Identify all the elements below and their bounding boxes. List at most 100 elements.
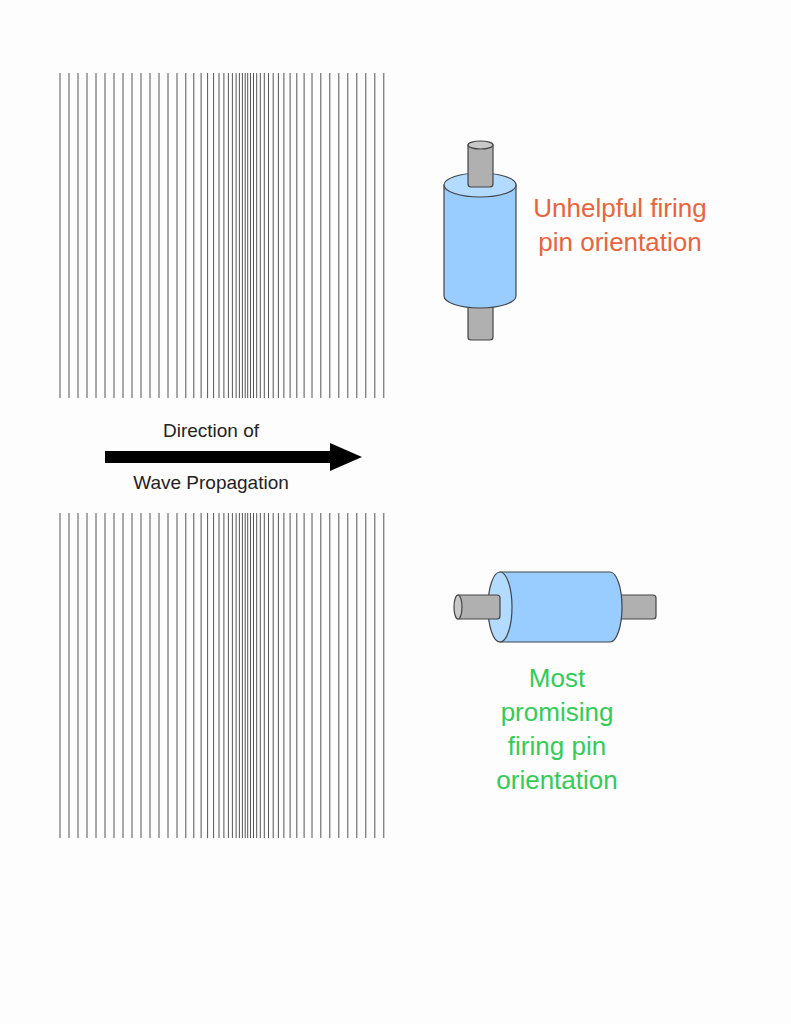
- wave-line: [87, 513, 88, 838]
- wave-line: [114, 513, 115, 838]
- wave-line: [283, 513, 284, 838]
- wave-line: [296, 73, 297, 398]
- wave-line: [242, 513, 243, 838]
- wave-line: [132, 513, 133, 838]
- wave-line: [185, 513, 186, 838]
- wave-line: [365, 73, 366, 398]
- wave-line: [193, 73, 194, 398]
- wave-line: [236, 73, 237, 398]
- wave-line: [223, 513, 224, 838]
- wave-line: [105, 73, 106, 398]
- wave-line: [69, 73, 70, 398]
- wave-line: [141, 73, 142, 398]
- wave-line: [185, 73, 186, 398]
- wave-line: [356, 73, 357, 398]
- arrow-label: Wave Propagation: [91, 472, 331, 494]
- wave-line: [177, 73, 178, 398]
- wave-line: [290, 73, 291, 398]
- wave-line: [219, 513, 220, 838]
- wave-line: [232, 513, 233, 838]
- wave-line: [290, 513, 291, 838]
- wave-line: [168, 513, 169, 838]
- wave-line: [256, 73, 257, 398]
- wave-line: [304, 73, 305, 398]
- wave-line: [219, 73, 220, 398]
- wave-line: [356, 513, 357, 838]
- wave-line: [312, 73, 313, 398]
- wave-line: [253, 73, 254, 398]
- wave-line: [338, 73, 339, 398]
- wave-line: [347, 73, 348, 398]
- wave-line: [87, 73, 88, 398]
- wave-line: [228, 73, 229, 398]
- wave-fronts: [60, 513, 384, 838]
- orientation-label: Most promising firing pin orientation: [475, 661, 640, 797]
- wave-line: [207, 513, 208, 838]
- wave-line: [123, 73, 124, 398]
- wave-line: [201, 73, 202, 398]
- wave-line: [320, 73, 321, 398]
- wave-line: [201, 513, 202, 838]
- wave-line: [228, 513, 229, 838]
- wave-line: [132, 73, 133, 398]
- wave-line: [159, 513, 160, 838]
- firing-pin-horizontal: [454, 572, 656, 642]
- wave-line: [141, 513, 142, 838]
- propagation-arrow: [105, 443, 362, 471]
- wave-line: [383, 513, 384, 838]
- wave-line: [260, 73, 261, 398]
- arrow-label: Direction of: [91, 420, 331, 442]
- wave-line: [256, 513, 257, 838]
- wave-line: [268, 513, 269, 838]
- wave-line: [264, 513, 265, 838]
- wave-line: [239, 73, 240, 398]
- wave-line: [329, 513, 330, 838]
- wave-line: [347, 513, 348, 838]
- wave-line: [304, 513, 305, 838]
- orientation-label: Unhelpful firing pin orientation: [528, 191, 713, 259]
- wave-line: [236, 513, 237, 838]
- wave-line: [247, 73, 248, 398]
- wave-line: [213, 73, 214, 398]
- wave-line: [338, 513, 339, 838]
- wave-line: [320, 513, 321, 838]
- wave-line: [247, 513, 248, 838]
- wave-line: [268, 73, 269, 398]
- wave-line: [245, 73, 246, 398]
- wave-line: [69, 513, 70, 838]
- wave-line: [207, 73, 208, 398]
- wave-line: [78, 73, 79, 398]
- wave-line: [383, 73, 384, 398]
- wave-line: [177, 513, 178, 838]
- wave-line: [223, 73, 224, 398]
- wave-line: [150, 513, 151, 838]
- wave-line: [105, 513, 106, 838]
- wave-line: [239, 513, 240, 838]
- wave-line: [283, 73, 284, 398]
- wave-line: [60, 513, 61, 838]
- wave-line: [312, 513, 313, 838]
- wave-line: [260, 513, 261, 838]
- wave-line: [232, 73, 233, 398]
- wave-line: [213, 513, 214, 838]
- wave-line: [374, 513, 375, 838]
- wave-line: [250, 513, 251, 838]
- wave-line: [253, 513, 254, 838]
- wave-line: [278, 513, 279, 838]
- wave-line: [329, 73, 330, 398]
- wave-line: [278, 73, 279, 398]
- wave-line: [273, 73, 274, 398]
- wave-line: [123, 513, 124, 838]
- wave-line: [78, 513, 79, 838]
- wave-line: [168, 73, 169, 398]
- firing-pin-vertical: [444, 141, 516, 340]
- wave-line: [273, 513, 274, 838]
- wave-line: [159, 73, 160, 398]
- wave-line: [264, 73, 265, 398]
- wave-line: [374, 73, 375, 398]
- wave-line: [242, 73, 243, 398]
- wave-line: [96, 73, 97, 398]
- wave-line: [250, 73, 251, 398]
- wave-line: [96, 513, 97, 838]
